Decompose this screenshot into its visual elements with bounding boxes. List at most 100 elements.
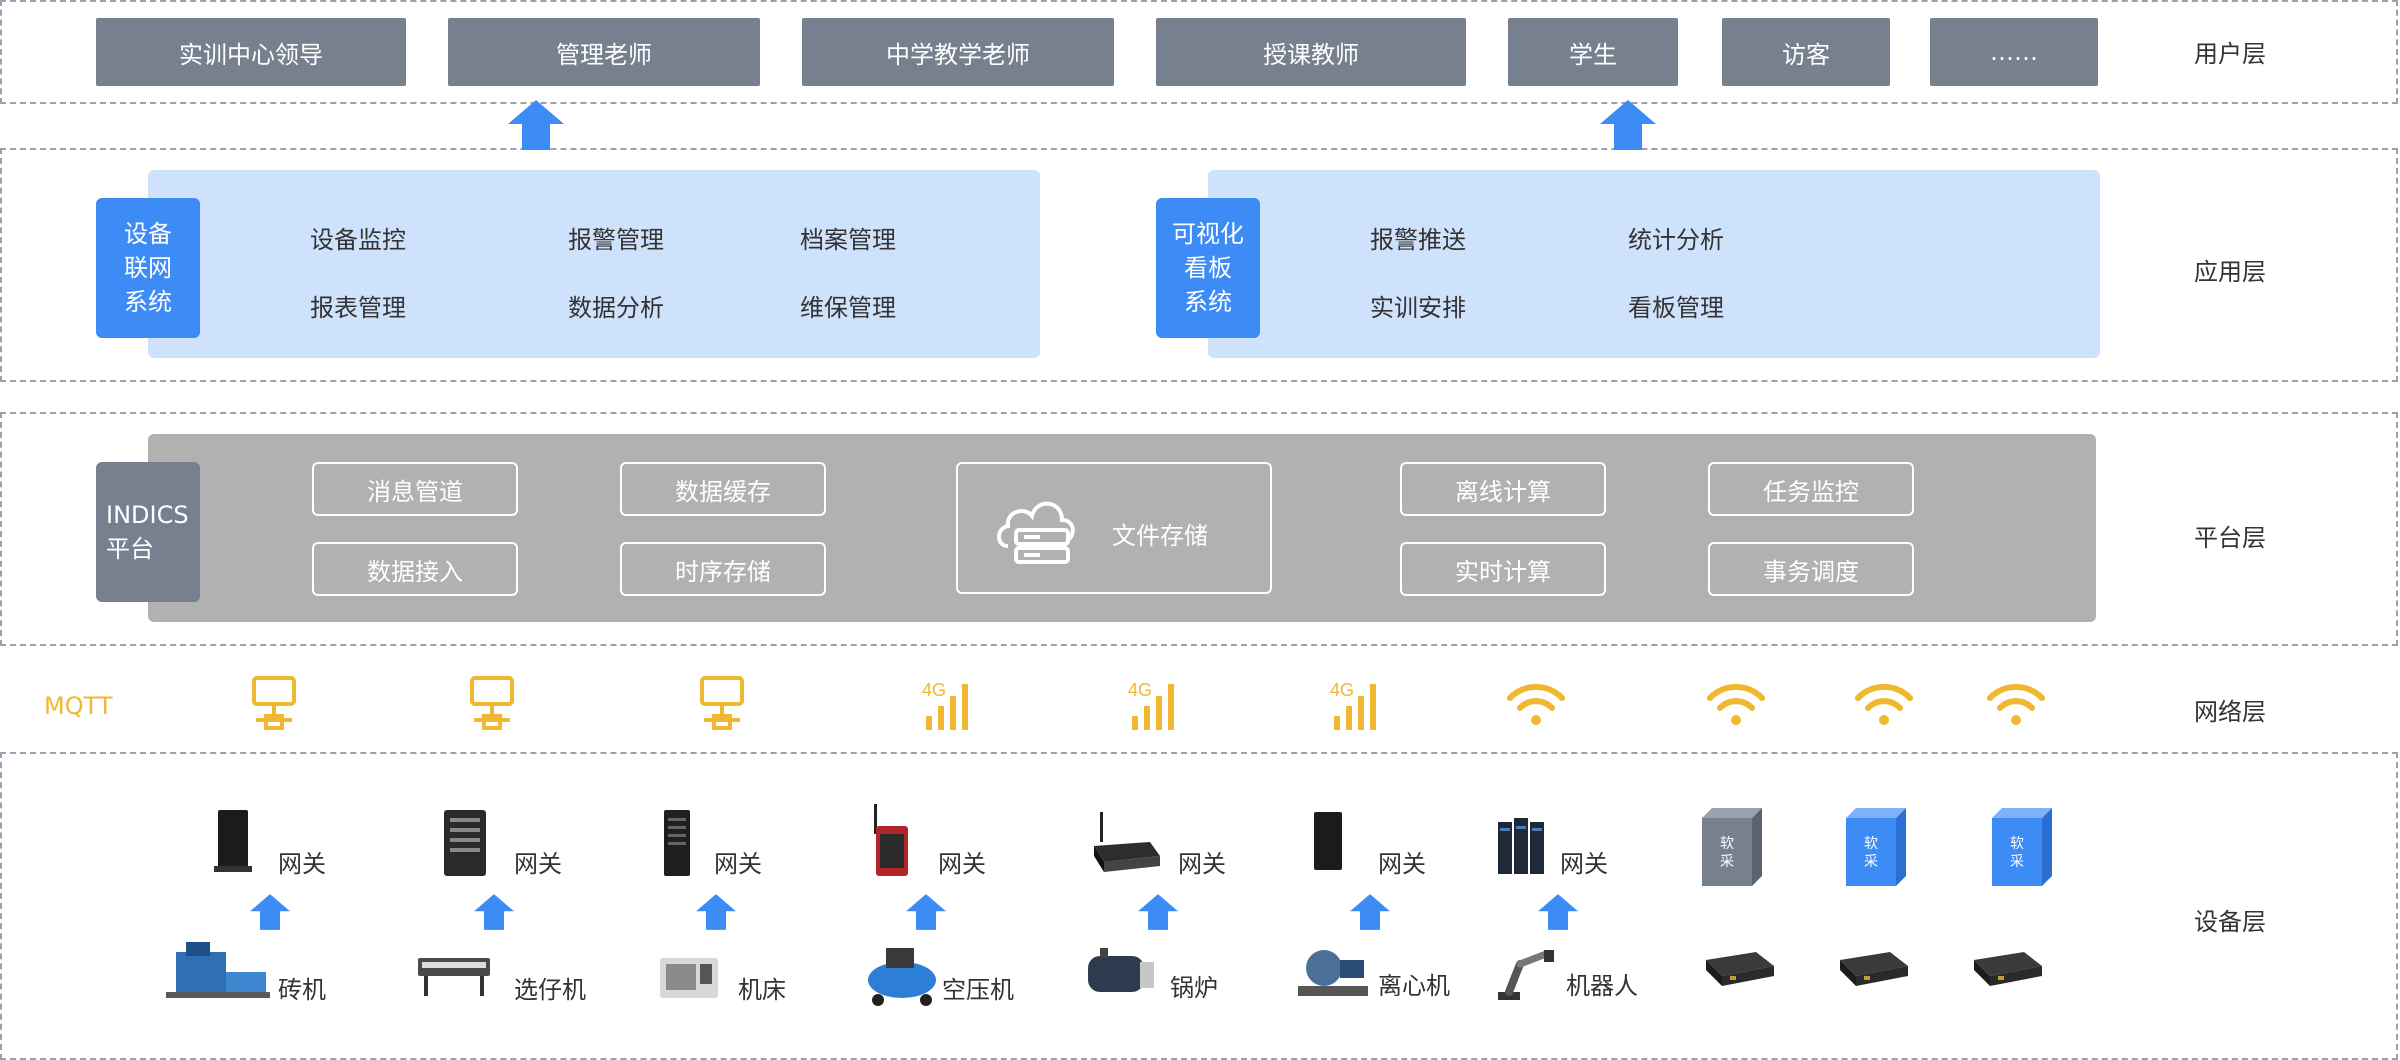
up-arrow-icon (474, 894, 514, 930)
platform-item-timeseries-storage: 时序存储 (620, 542, 826, 596)
app-item-alarm-push: 报警推送 (1370, 226, 1466, 254)
user-box-middle-school-teacher: 中学教学老师 (802, 18, 1114, 86)
user-layer-label: 用户层 (2194, 40, 2266, 68)
app-panel-dashboard (1208, 170, 2100, 358)
svg-text:4G: 4G (922, 680, 946, 700)
gateway-label: 网关 (514, 850, 562, 878)
app-item-board-manage: 看板管理 (1628, 294, 1724, 322)
app-item-training-schedule: 实训安排 (1370, 294, 1466, 322)
robot-arm-icon (1498, 950, 1554, 1000)
wifi-icon (1855, 683, 1913, 725)
machine-tool-icon (660, 958, 718, 998)
platform-item-offline-compute: 离线计算 (1400, 462, 1606, 516)
svg-text:采: 采 (1720, 854, 1734, 870)
platform-item-message-pipe: 消息管道 (312, 462, 518, 516)
soft-acquisition-box-icon: 软 采 (1846, 808, 1906, 886)
collector-device-icon (1706, 952, 1774, 986)
wifi-icon (1987, 683, 2045, 725)
up-arrow-icon (906, 894, 946, 930)
app-layer-band (0, 148, 2398, 382)
machine-label-brick: 砖机 (278, 976, 326, 1004)
up-arrow-icon (508, 100, 564, 150)
wifi-icon (1707, 683, 1765, 725)
network-layer-label: 网络层 (2194, 698, 2266, 726)
gateway-box-icon (1094, 812, 1160, 872)
svg-text:软: 软 (2010, 836, 2024, 852)
svg-text:4G: 4G (1330, 680, 1354, 700)
user-box-admin-teacher: 管理老师 (448, 18, 760, 86)
gateway-label: 网关 (714, 850, 762, 878)
air-compressor-icon (868, 948, 936, 1006)
brick-machine-icon (166, 942, 270, 998)
svg-text:采: 采 (1864, 854, 1878, 870)
boiler-icon (1088, 948, 1154, 992)
app-item-device-monitor: 设备监控 (310, 226, 406, 254)
lan-icon (700, 676, 744, 730)
user-box-student: 学生 (1508, 18, 1678, 86)
app-item-alarm-manage: 报警管理 (568, 226, 664, 254)
platform-layer-band (0, 412, 2398, 646)
platform-layer-label: 平台层 (2194, 524, 2266, 552)
machine-label-centrifuge: 离心机 (1378, 972, 1450, 1000)
sorting-machine-icon (418, 958, 490, 996)
user-box-leader: 实训中心领导 (96, 18, 406, 86)
user-layer-band (0, 0, 2398, 104)
collector-device-icon (1840, 952, 1908, 986)
user-box-more: …… (1930, 18, 2098, 86)
gateway-rack-icon (1498, 818, 1544, 874)
cloud-server-icon (997, 501, 1075, 564)
machine-label-sorting: 选仔机 (514, 976, 586, 1004)
up-arrow-icon (1538, 894, 1578, 930)
app-item-statistics: 统计分析 (1628, 226, 1724, 254)
user-box-instructor: 授课教师 (1156, 18, 1466, 86)
user-box-visitor: 访客 (1722, 18, 1890, 86)
up-arrow-icon (1600, 100, 1656, 150)
platform-tag: INDICS 平台 (96, 462, 200, 602)
platform-item-data-cache: 数据缓存 (620, 462, 826, 516)
gateway-label: 网关 (938, 850, 986, 878)
gateway-tower-icon (664, 810, 690, 876)
app-tag-dashboard: 可视化 看板 系统 (1156, 198, 1260, 338)
gateway-label: 网关 (1560, 850, 1608, 878)
svg-text:采: 采 (2010, 854, 2024, 870)
app-panel-device-network (148, 170, 1040, 358)
app-item-report-manage: 报表管理 (310, 294, 406, 322)
gateway-router-icon (874, 804, 908, 876)
app-item-archive-manage: 档案管理 (800, 226, 896, 254)
device-layer-label: 设备层 (2194, 908, 2266, 936)
lan-icon (252, 676, 296, 730)
4g-signal-icon: 4G (1128, 680, 1174, 730)
gateway-label: 网关 (1178, 850, 1226, 878)
soft-acquisition-box-icon: 软 采 (1992, 808, 2052, 886)
machine-label-air-compressor: 空压机 (942, 976, 1014, 1004)
collector-device-icon (1974, 952, 2042, 986)
gateway-pc-icon (1314, 812, 1342, 870)
up-arrow-icon (1138, 894, 1178, 930)
platform-item-transaction-schedule: 事务调度 (1708, 542, 1914, 596)
up-arrow-icon (696, 894, 736, 930)
centrifuge-icon (1298, 950, 1368, 996)
platform-item-realtime-compute: 实时计算 (1400, 542, 1606, 596)
app-item-maintenance-manage: 维保管理 (800, 294, 896, 322)
gateway-server-icon (444, 810, 486, 876)
machine-label-robot: 机器人 (1566, 972, 1638, 1000)
wifi-icon (1507, 683, 1565, 725)
gateway-label: 网关 (278, 850, 326, 878)
gateway-label: 网关 (1378, 850, 1426, 878)
platform-item-data-access: 数据接入 (312, 542, 518, 596)
soft-acquisition-box-icon: 软 采 (1702, 808, 1762, 886)
platform-item-task-monitor: 任务监控 (1708, 462, 1914, 516)
up-arrow-icon (1350, 894, 1390, 930)
svg-text:4G: 4G (1128, 680, 1152, 700)
4g-signal-icon: 4G (922, 680, 968, 730)
up-arrow-icon (250, 894, 290, 930)
svg-text:软: 软 (1864, 836, 1878, 852)
app-tag-device-network: 设备 联网 系统 (96, 198, 200, 338)
machine-label-boiler: 锅炉 (1170, 974, 1218, 1002)
device-layer-band (0, 752, 2398, 1060)
4g-signal-icon: 4G (1330, 680, 1376, 730)
svg-text:软: 软 (1720, 836, 1734, 852)
platform-panel (148, 434, 2096, 622)
file-storage-box (956, 462, 1272, 594)
app-item-data-analysis: 数据分析 (568, 294, 664, 322)
